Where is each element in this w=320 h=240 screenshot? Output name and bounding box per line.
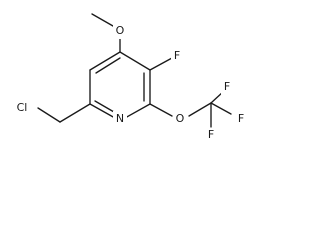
atom-fluorine-ring: F xyxy=(174,49,180,62)
atom-oxygen-ether: O xyxy=(176,112,185,125)
bond-c2-ch2 xyxy=(59,103,91,123)
bond-cf3-f-right xyxy=(210,102,232,115)
bond-c3-c4-inner xyxy=(95,57,121,74)
atom-oxygen-methoxy: O xyxy=(116,24,125,37)
bond-c6-n xyxy=(124,103,151,119)
atom-fluorine-cf3-right: F xyxy=(238,112,244,125)
bonds xyxy=(37,13,232,128)
atom-chlorine: Cl xyxy=(17,101,28,114)
bond-c6-o xyxy=(149,103,173,117)
bond-ch2-cl xyxy=(37,107,61,123)
atom-fluorine-cf3-bottom: F xyxy=(208,128,214,141)
atom-nitrogen: N xyxy=(116,112,124,125)
bond-n-c2-inner xyxy=(94,100,115,113)
chemical-structure-diagram: Cl N F O O F F F xyxy=(12,13,247,143)
bond-c4-c5 xyxy=(119,51,151,71)
atom-labels: Cl N F O O F F F xyxy=(12,24,247,143)
bond-n-c2 xyxy=(89,103,116,119)
bond-o-cf3 xyxy=(188,102,212,117)
bond-c3-c4 xyxy=(89,51,121,71)
atom-fluorine-cf3-top: F xyxy=(224,80,230,93)
bond-o-ch3 xyxy=(91,13,114,27)
bond-c5-f xyxy=(149,57,173,71)
